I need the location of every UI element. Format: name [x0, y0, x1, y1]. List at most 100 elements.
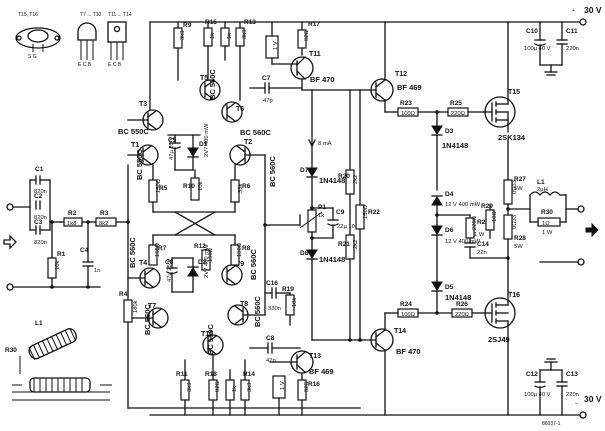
- c5-value: 47µ 25 V: [169, 137, 175, 160]
- d4-label: D4: [445, 191, 454, 198]
- r3-label: R3: [100, 210, 109, 217]
- t15-label: T15: [508, 89, 520, 96]
- r8-value: 150Ω: [237, 242, 243, 257]
- d7-value: 1N4148: [319, 176, 345, 185]
- t9-label: T9: [236, 261, 244, 268]
- r6-value: 33k: [238, 184, 244, 193]
- t5-type: BC 560C: [208, 69, 217, 100]
- c11-label: C11: [566, 28, 578, 35]
- t8-label: T8: [240, 301, 248, 308]
- r7-resistor: [148, 244, 158, 266]
- c3-value: 820n: [34, 240, 47, 246]
- r11-value: 3k3: [187, 383, 193, 392]
- c4-value: 1n: [94, 268, 100, 274]
- r21-label: R21: [338, 241, 350, 248]
- p1-value: 1k: [318, 213, 324, 219]
- r12-resistor: [201, 249, 211, 271]
- d8-value: 1N4148: [319, 255, 345, 264]
- r24-label: R24: [400, 301, 412, 308]
- r6-label: R6: [242, 183, 251, 190]
- r28-resistor: [503, 214, 513, 240]
- c13-value: 220n: [566, 392, 579, 398]
- r9-value: 3k3: [180, 31, 186, 40]
- c11-value: 220n: [566, 46, 579, 52]
- to126-package-icon: [107, 21, 127, 60]
- t11-label: T11: [309, 51, 321, 58]
- supply-rails: + − 30 V 30 V: [149, 5, 602, 419]
- t14-label: T14: [394, 328, 406, 335]
- input-terminal: [6, 203, 14, 211]
- r29-label: R29: [481, 203, 493, 210]
- c6-d2-network: C6 47µ 25 V D2 2V7 400 mW: [165, 244, 210, 293]
- r12-label: R12: [194, 243, 206, 250]
- r22-value: 150Ω: [363, 204, 369, 219]
- r26b-label: R26: [456, 301, 468, 308]
- r16-label: R16: [308, 381, 320, 388]
- t3-transistor: [127, 109, 164, 131]
- t1-label: T1: [131, 142, 139, 149]
- r14-value: 3k3: [247, 383, 253, 392]
- voltage-box-bottom-label: 1 V: [280, 381, 286, 390]
- t9-type: BC 560C: [249, 249, 258, 280]
- r7-label: R7: [158, 245, 167, 252]
- c9-label: C9: [336, 209, 345, 216]
- t14-transistor: [359, 312, 394, 416]
- c8-value: 47p: [266, 358, 276, 364]
- l1-label: L1: [537, 179, 545, 186]
- positive-supply-label: 30 V: [584, 5, 602, 15]
- t4-transistor: [127, 267, 161, 289]
- t16-label: T16: [508, 292, 520, 299]
- r18-label: R18: [205, 371, 217, 378]
- d1-label: D1: [199, 141, 208, 148]
- d3-label: D3: [445, 128, 454, 135]
- t12-label: T12: [395, 71, 407, 78]
- negative-supply-terminal: [579, 411, 587, 419]
- r26-value: 220Ω: [472, 215, 478, 230]
- t13-type: BF 469: [309, 367, 334, 376]
- c14-label: C14: [477, 241, 489, 248]
- protection-diodes: D3 1N4148 D4 12 V 400 mW D6 12 V 400 mW …: [431, 110, 481, 315]
- d5-value: 1N4148: [445, 293, 471, 302]
- r7-value: 150Ω: [155, 242, 161, 257]
- t15-mosfet: [482, 91, 516, 133]
- positive-supply-terminal: [579, 18, 587, 26]
- t10-type: BC 560C: [206, 324, 215, 355]
- d1-value: 2V7 400 mW: [204, 123, 210, 157]
- r1-label: R1: [57, 251, 66, 258]
- input-arrow-icon: [3, 234, 17, 250]
- r2-label: R2: [68, 210, 77, 217]
- t7-label: T7: [148, 303, 156, 310]
- t5-transistor: [199, 79, 221, 101]
- c3-label: C3: [34, 219, 43, 226]
- r13-value: 3k3: [242, 30, 248, 39]
- negative-supply-label: 30 V: [584, 394, 602, 404]
- bias-chain: 8 mA D7 1N4148 P1 1k C9 22µ 10 V D8 1N41…: [299, 89, 360, 341]
- t2-label: T2: [244, 139, 252, 146]
- r25-value: 220Ω: [451, 111, 466, 117]
- t7-type: BC 560C: [143, 304, 152, 335]
- t9-transistor: [221, 264, 243, 286]
- c10-value: 100µ 40 V: [524, 46, 551, 52]
- c4-label: C4: [80, 247, 89, 254]
- c8-label: C8: [266, 335, 275, 342]
- c16-label: C16: [266, 280, 278, 287]
- r2-value: 1k8: [67, 221, 76, 227]
- t13-label: T13: [309, 353, 321, 360]
- r19-label: R19: [282, 286, 294, 293]
- r5-label: R5: [159, 185, 168, 192]
- to92-package-icon: [77, 22, 97, 60]
- r27-resistor: [503, 179, 513, 205]
- d2-label: D2: [198, 259, 207, 266]
- figure-code: 86037-1: [542, 421, 561, 427]
- t12-type: BF 469: [397, 83, 422, 92]
- input-section: C1 820n C2 820n C3 820n 10k R1 1k8 R2 8k…: [3, 164, 129, 301]
- pinout-pins-to126: E C B: [108, 62, 122, 68]
- t10-label: T10: [201, 331, 213, 338]
- t15-type: 2SK134: [498, 133, 526, 142]
- t11-type: BF 470: [310, 75, 335, 84]
- to3-package-icon: [15, 27, 61, 52]
- r30-watt: 1 W: [542, 230, 553, 236]
- r25-label: R25: [450, 100, 462, 107]
- svg-text:−: −: [575, 401, 578, 407]
- t4-type: BC 560C: [128, 237, 137, 268]
